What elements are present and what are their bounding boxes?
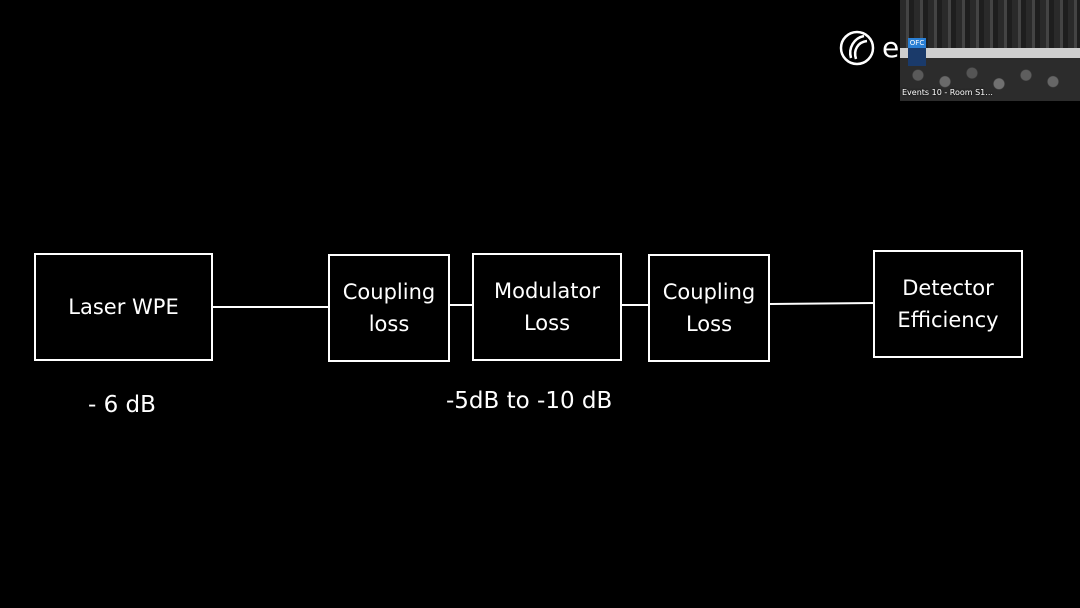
speaker-video-thumbnail[interactable]: OFC Events 10 - Room S1... [900, 0, 1080, 101]
block-modulator-loss: Modulator Loss [472, 253, 622, 361]
block-coupling-loss-2: Coupling Loss [648, 254, 770, 362]
block-laser-wpe: Laser WPE [34, 253, 213, 361]
video-stage [900, 48, 1080, 58]
logo-text: e [882, 31, 900, 64]
video-backdrop [900, 0, 1080, 55]
laser-value-label: - 6 dB [88, 392, 156, 418]
event-logo-icon [839, 30, 875, 66]
video-audience [900, 58, 1080, 101]
video-sign: OFC [908, 38, 926, 48]
block-coupling-loss-1: Coupling loss [328, 254, 450, 362]
modulator-value-label: -5dB to -10 dB [446, 388, 613, 414]
block-detector-efficiency: Detector Efficiency [873, 250, 1023, 358]
connector-coupling-detector [769, 302, 875, 305]
video-caption: Events 10 - Room S1... [902, 88, 993, 97]
